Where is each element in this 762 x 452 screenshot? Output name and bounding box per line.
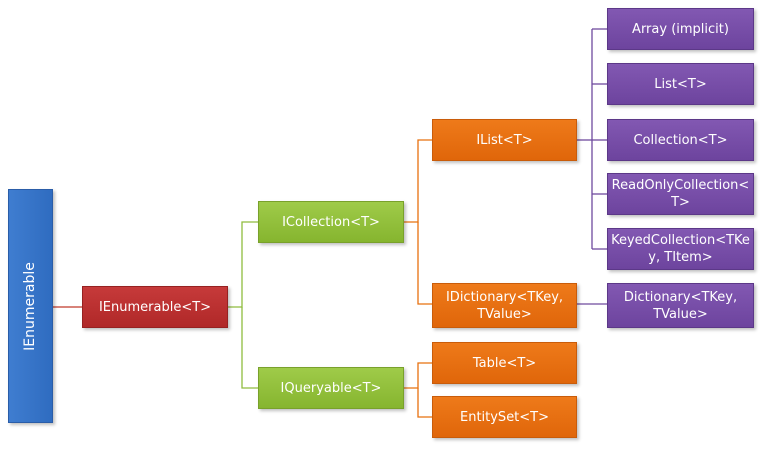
connector-iqueryable-branch — [404, 362, 432, 389]
node-ilist-t-label: IList<T> — [476, 132, 533, 148]
node-keyedcollection: KeyedCollection<TKey, TItem> — [607, 228, 754, 270]
connector-icollection-branch — [404, 139, 432, 223]
node-array-implicit: Array (implicit) — [607, 8, 754, 50]
node-array-implicit-label: Array (implicit) — [632, 21, 729, 37]
node-collection-t-label: Collection<T> — [633, 132, 728, 148]
node-list-t-label: List<T> — [654, 76, 707, 92]
node-readonlycollection-t-label: ReadOnlyCollection<T> — [611, 178, 750, 210]
connector-iqueryable-branch-lower — [417, 388, 432, 418]
node-idictionary-label: IDictionary<TKey, TValue> — [445, 289, 564, 322]
connector-ienumerable-t-branch — [228, 221, 258, 308]
node-entityset-t-label: EntitySet<T> — [459, 409, 550, 425]
node-entityset-t: EntitySet<T> — [432, 396, 577, 438]
node-collection-t: Collection<T> — [607, 119, 754, 161]
node-table-t-label: Table<T> — [472, 355, 537, 371]
node-readonlycollection-t: ReadOnlyCollection<T> — [607, 173, 754, 215]
node-ienumerable-root-label: IEnumerable — [22, 261, 39, 351]
node-ienumerable-t-label: IEnumerable<T> — [98, 299, 212, 315]
node-iqueryable-t: IQueryable<T> — [258, 367, 404, 409]
connector-icollection-branch-lower — [417, 222, 432, 305]
node-table-t: Table<T> — [432, 342, 577, 384]
node-icollection-t-label: ICollection<T> — [282, 214, 380, 230]
node-ilist-t: IList<T> — [432, 119, 577, 161]
node-dictionary-label: Dictionary<TKey, TValue> — [623, 289, 738, 322]
node-ienumerable-root: IEnumerable — [8, 189, 53, 423]
node-ienumerable-t: IEnumerable<T> — [82, 286, 228, 328]
node-iqueryable-t-label: IQueryable<T> — [280, 380, 382, 396]
connector-ienumerable-t-branch-lower — [241, 307, 258, 389]
node-dictionary: Dictionary<TKey, TValue> — [607, 283, 754, 328]
node-list-t: List<T> — [607, 63, 754, 105]
node-keyedcollection-label: KeyedCollection<TKey, TItem> — [611, 233, 750, 265]
node-icollection-t: ICollection<T> — [258, 201, 404, 243]
node-idictionary: IDictionary<TKey, TValue> — [432, 283, 577, 328]
